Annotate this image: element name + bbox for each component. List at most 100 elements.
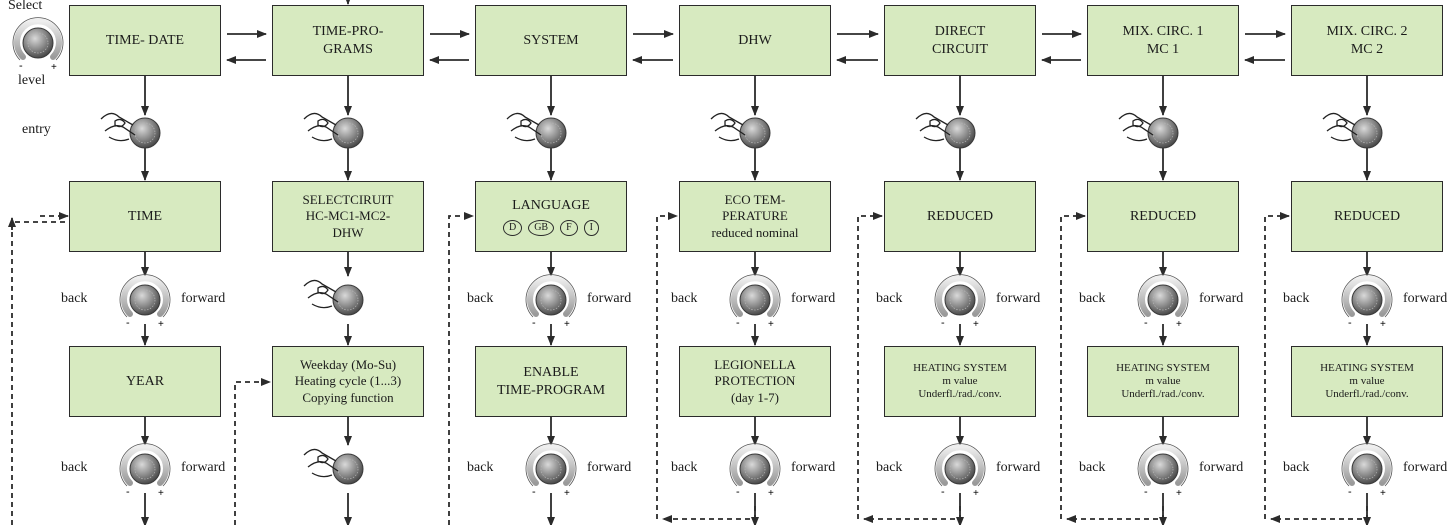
svg-text:-: - <box>1348 317 1352 329</box>
pointing-hand-icon <box>303 279 339 309</box>
entry-knob-icon <box>332 453 364 485</box>
menu-box-text: SYSTEM <box>523 32 579 48</box>
menu-box-text: m value <box>1145 374 1181 387</box>
return-path <box>857 212 883 519</box>
entry-knob-icon <box>739 117 771 149</box>
menu-box-1-third: YEAR <box>69 346 221 417</box>
svg-text:+: + <box>158 488 164 499</box>
menu-box-text: GRAMS <box>323 41 373 57</box>
svg-text:+: + <box>1380 488 1386 499</box>
menu-box-text: ENABLE <box>523 365 579 380</box>
svg-text:+: + <box>768 488 774 499</box>
return-path <box>1060 212 1086 519</box>
rotary-knob-icon: -+ <box>729 443 781 499</box>
menu-box-text: Heating cycle (1...3) <box>294 373 402 389</box>
rotary-knob-icon: -+ <box>525 443 577 499</box>
svg-text:-: - <box>532 317 536 329</box>
entry-knob-icon <box>332 117 364 149</box>
return-path <box>234 378 271 525</box>
menu-box-text: Underfl./rad./conv. <box>1325 388 1409 401</box>
menu-box-text: MC 2 <box>1350 41 1384 57</box>
back-label: back <box>61 291 88 306</box>
menu-box-text: (day 1-7) <box>730 389 779 405</box>
rotary-knob-icon: -+ <box>119 274 171 330</box>
forward-label: forward <box>1199 460 1244 475</box>
select-knob-icon: -+ <box>12 17 64 73</box>
menu-box-text: HEATING SYSTEM <box>1320 361 1414 374</box>
entry-knob-icon <box>1351 117 1383 149</box>
legend-entry-label: entry <box>22 122 51 137</box>
svg-text:+: + <box>1176 319 1182 330</box>
return-path <box>1270 506 1368 523</box>
return-path <box>863 506 961 523</box>
menu-box-text: REDUCED <box>1129 208 1197 224</box>
rotary-knob-icon: -+ <box>1137 274 1189 330</box>
menu-box-text: Underfl./rad./conv. <box>918 388 1002 401</box>
svg-text:+: + <box>564 319 570 330</box>
svg-text:-: - <box>1144 486 1148 498</box>
svg-text:+: + <box>1176 488 1182 499</box>
rotary-knob-icon: -+ <box>934 443 986 499</box>
back-label: back <box>1283 460 1310 475</box>
menu-box-text: DHW <box>738 32 772 48</box>
return-path <box>662 506 756 523</box>
return-path <box>448 212 474 525</box>
entry-knob-icon <box>535 117 567 149</box>
menu-box-text: m value <box>1349 374 1385 387</box>
language-option: I <box>583 220 600 237</box>
pointing-hand-icon <box>303 112 339 142</box>
legend-level-label: level <box>18 73 46 88</box>
menu-box-text: YEAR <box>125 373 165 389</box>
menu-box-2-top: TIME-PRO-GRAMS <box>272 5 424 76</box>
menu-box-text: MIX. CIRC. 1 <box>1122 24 1204 39</box>
menu-box-text: REDUCED <box>1333 208 1401 224</box>
menu-box-text: HEATING SYSTEM <box>1116 361 1210 374</box>
menu-box-text: MIX. CIRC. 2 <box>1326 24 1408 39</box>
forward-label: forward <box>996 291 1041 306</box>
rotary-knob-icon: -+ <box>934 274 986 330</box>
forward-label: forward <box>587 460 632 475</box>
rotary-knob-icon: -+ <box>729 274 781 330</box>
forward-label: forward <box>181 460 226 475</box>
menu-box-text: reduced nominal <box>711 224 799 240</box>
forward-label: forward <box>996 460 1041 475</box>
legend-select-label: Select <box>8 0 43 13</box>
svg-text:+: + <box>768 319 774 330</box>
menu-box-text: HC-MC1-MC2- <box>305 208 391 224</box>
return-path <box>1264 212 1290 519</box>
rotary-knob-icon: -+ <box>525 274 577 330</box>
menu-box-text: MC 1 <box>1146 41 1180 57</box>
menu-box-text: CIRCUIT <box>932 41 988 57</box>
back-label: back <box>876 291 903 306</box>
menu-box-text: SELECTCIRUIT <box>302 192 394 208</box>
menu-box-4-top: DHW <box>679 5 831 76</box>
svg-text:-: - <box>941 317 945 329</box>
language-option: GB <box>528 220 555 237</box>
pointing-hand-icon <box>303 448 339 478</box>
pointing-hand-icon <box>100 112 136 142</box>
menu-box-text: REDUCED <box>926 208 994 224</box>
language-option: D <box>502 220 523 237</box>
menu-box-7-second: REDUCED <box>1291 181 1443 252</box>
pointing-hand-icon <box>1322 112 1358 142</box>
pointing-hand-icon <box>1118 112 1154 142</box>
svg-text:-: - <box>1348 486 1352 498</box>
menu-box-text: PROTECTION <box>714 373 796 389</box>
rotary-knob-icon: -+ <box>1137 443 1189 499</box>
entry-knob-icon <box>1147 117 1179 149</box>
menu-box-5-second: REDUCED <box>884 181 1036 252</box>
back-label: back <box>1283 291 1310 306</box>
back-label: back <box>671 291 698 306</box>
menu-box-text: TIME <box>127 208 163 224</box>
menu-box-text: TIME- DATE <box>105 32 185 48</box>
forward-label: forward <box>791 460 836 475</box>
menu-box-text: LEGIONELLA <box>714 357 796 373</box>
menu-box-text: ECO TEM- <box>724 192 786 208</box>
svg-text:-: - <box>941 486 945 498</box>
